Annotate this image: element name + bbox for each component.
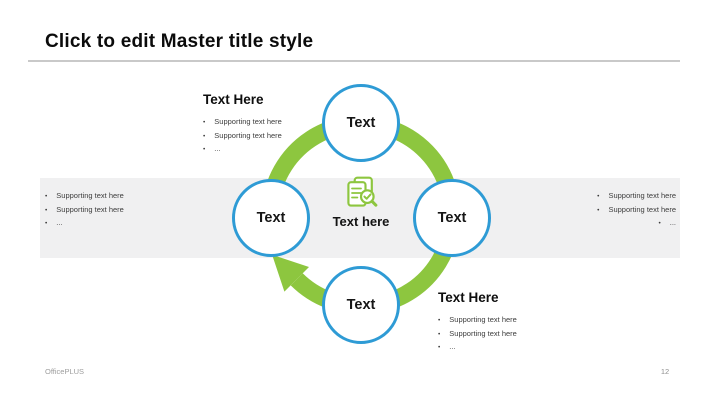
node-label: Text [256,210,286,226]
bullet-item: Supporting text here [45,204,124,218]
document-search-check-icon [347,176,378,207]
text-block-left[interactable]: Supporting text here Supporting text her… [45,190,124,231]
cycle-node-top[interactable]: Text [322,84,400,162]
node-label: Text [346,297,376,313]
bullet-item: Supporting text here [203,130,282,144]
bullet-list: Supporting text here Supporting text her… [45,190,124,231]
text-block-right[interactable]: Supporting text here Supporting text her… [536,190,676,231]
node-label: Text [346,115,376,131]
cycle-center[interactable]: Text here [311,175,411,229]
text-block-top-left[interactable]: Text Here Supporting text here Supportin… [203,92,282,157]
arrowhead [272,254,309,292]
bullet-item: ... [438,341,517,355]
bullet-list: Supporting text here Supporting text her… [438,314,517,355]
text-block-heading: Text Here [438,290,499,305]
text-block-heading: Text Here [203,92,264,107]
cycle-node-bottom[interactable]: Text [322,266,400,344]
page-number: 12 [660,367,670,376]
bullet-item: ... [45,217,124,231]
bullet-item: ... [203,143,282,157]
title-divider [28,60,680,62]
text-block-bottom-right[interactable]: Text Here Supporting text here Supportin… [438,290,517,355]
bullet-item: Supporting text here [45,190,124,204]
cycle-node-left[interactable]: Text [232,179,310,257]
cycle-node-right[interactable]: Text [413,179,491,257]
bullet-item: Supporting text here [536,204,676,218]
node-label: Text [437,210,467,226]
bullet-list: Supporting text here Supporting text her… [536,190,676,231]
slide-title[interactable]: Click to edit Master title style [45,31,314,52]
bullet-list: Supporting text here Supporting text her… [203,116,282,157]
bullet-item: ... [536,217,676,231]
bullet-item: Supporting text here [536,190,676,204]
bullet-item: Supporting text here [438,314,517,328]
footer-brand: OfficePLUS [45,367,85,376]
center-label: Text here [332,214,390,229]
bullet-item: Supporting text here [438,328,517,342]
bullet-item: Supporting text here [203,116,282,130]
